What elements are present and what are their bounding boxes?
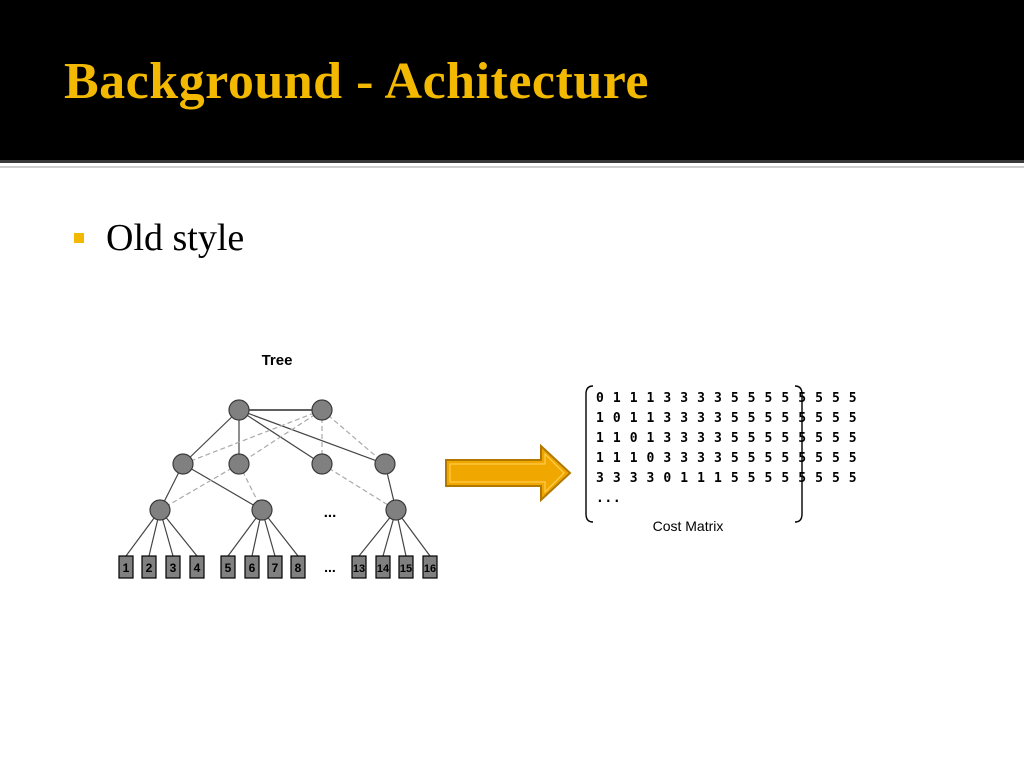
leaf-box [290,555,306,579]
tree-node [149,499,171,521]
leaf-label: 4 [194,561,201,575]
tree-node [172,453,194,475]
matrix-row: 3 3 3 3 0 1 1 1 5 5 5 5 5 5 5 5 [596,471,857,486]
title-bar [0,0,1024,160]
leaf-label: 2 [146,561,153,575]
leaf-label: 13 [353,563,365,575]
tree-edge [238,409,386,465]
leaf-box [165,555,181,579]
matrix-row: 1 1 0 1 3 3 3 3 5 5 5 5 5 5 5 5 [596,431,857,446]
matrix-row: 1 1 1 0 3 3 3 3 5 5 5 5 5 5 5 5 [596,451,857,466]
leaf-box [189,555,205,579]
leaf-label: 1 [123,561,130,575]
tree-nodes [149,399,407,521]
matrix-row: 1 0 1 1 3 3 3 3 5 5 5 5 5 5 5 5 [596,411,857,426]
leaf-label: 3 [170,561,177,575]
bullet-text: Old style [106,217,245,259]
leaf-box [375,555,391,579]
leaf-label: 14 [377,563,390,575]
matrix-row: 0 1 1 1 3 3 3 3 5 5 5 5 5 5 5 5 [596,391,857,406]
tree-node [251,499,273,521]
leaf-box [244,555,260,579]
tree-edge-dashed [321,409,386,465]
matrix-label: Cost Matrix [653,518,724,534]
title-divider-light [0,166,1024,168]
tree-edge-dashed [159,463,240,511]
tree-node [311,453,333,475]
cost-matrix: 0 1 1 1 3 3 3 3 5 5 5 5 5 5 5 5 1 0 1 1 … [596,391,857,506]
tree-node [228,399,250,421]
leaf-box [422,555,438,579]
bullet-square-icon [74,233,84,243]
leaf-label: 16 [424,563,436,575]
leaf-label: 8 [295,561,302,575]
leaf-box [398,555,414,579]
tree-node [311,399,333,421]
leaf-box [141,555,157,579]
leaf-box [220,555,236,579]
tree-node [385,499,407,521]
title-divider [0,160,1024,163]
right-arrow-icon [445,443,572,503]
leaf-label: 7 [272,561,279,575]
tree-edge [182,409,240,465]
tree-node [374,453,396,475]
matrix-right-bracket [794,385,803,523]
tree-edge-dashed [321,463,397,511]
leaf-box [267,555,283,579]
leaf-nodes: 1 2 3 4 5 6 7 8 ... 13 14 15 16 [118,555,438,579]
tree-label: Tree [262,352,293,369]
tree-edges [125,409,431,557]
leaf-label: 5 [225,561,232,575]
leaf-ellipsis: ... [324,559,336,575]
tree-node [228,453,250,475]
matrix-left-bracket [585,385,594,523]
leaf-label: 15 [400,563,412,575]
tree-edge-dashed [182,409,323,465]
leaf-box [351,555,367,579]
matrix-row: ... [596,491,621,506]
tree-ellipsis: ... [324,504,337,521]
tree-edge [182,463,263,511]
leaf-label: 6 [249,561,256,575]
right-arrow-highlight [449,452,565,494]
tree-edge-dashed [238,409,323,465]
leaf-box [118,555,134,579]
slide-title: Background - Achitecture [64,53,649,110]
